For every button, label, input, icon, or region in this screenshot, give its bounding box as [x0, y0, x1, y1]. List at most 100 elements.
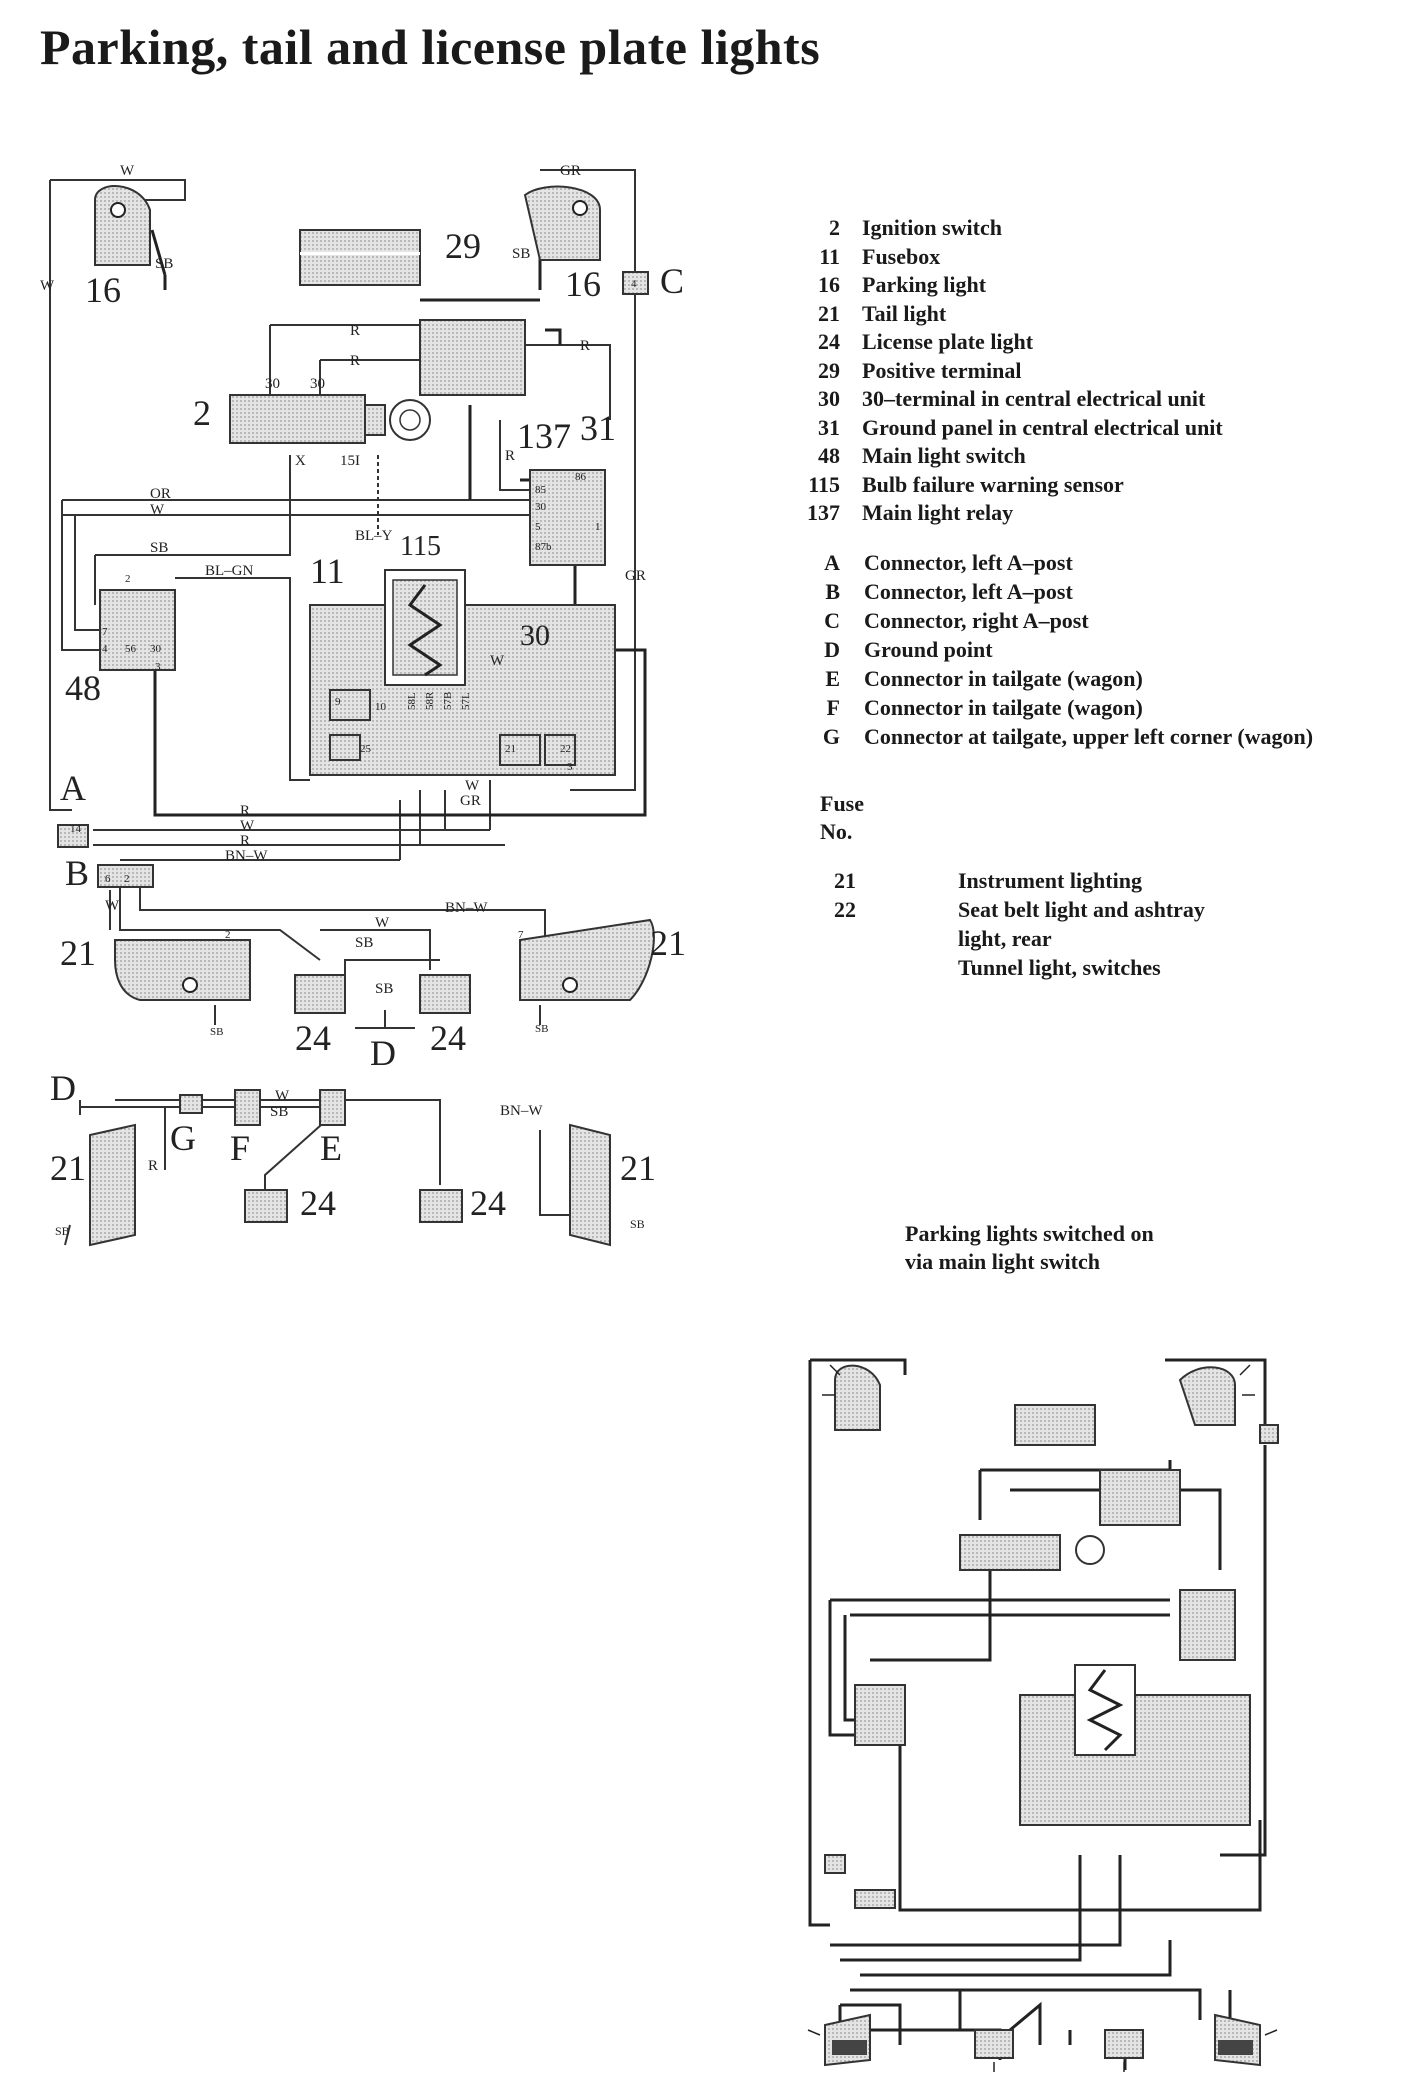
wire-r-a2: R	[240, 833, 250, 849]
legend-number: 21	[818, 300, 840, 326]
connector-text: Connector at tailgate, upper left corner…	[864, 724, 1314, 749]
relay-87b: 87b	[535, 541, 552, 553]
label-A: A	[60, 768, 86, 808]
legend-number: 24	[818, 329, 840, 354]
connector-letter: A	[824, 550, 840, 575]
wire-sb-d: SB	[375, 981, 393, 997]
wire-r-3: R	[580, 338, 590, 354]
connector-text: Connector in tailgate (wagon)	[864, 666, 1143, 691]
wire-sb-wr: SB	[630, 1217, 645, 1231]
wire-r-wagon: R	[148, 1158, 158, 1174]
code-57b: 57B	[442, 692, 454, 710]
legend-number: 30	[818, 386, 840, 411]
ignition-switch	[229, 394, 366, 444]
wire-bn-w-right: BN–W	[445, 900, 488, 916]
component-blocks	[57, 185, 655, 1247]
legend-number: 11	[819, 243, 840, 269]
ignition-lock-icon	[389, 399, 431, 441]
connector-letter: B	[825, 579, 840, 604]
wire-w-top: W	[120, 163, 135, 179]
wire-bl-gn: BL–GN	[205, 563, 254, 579]
wire-r-a1: R	[240, 803, 250, 819]
legend-number: 16	[818, 272, 840, 297]
mini-diagram-caption: Parking lights switched on via main ligh…	[905, 1220, 1154, 1276]
label-115: 115	[400, 531, 441, 562]
parking-light-left	[94, 185, 151, 266]
wire-w-fusebox: W	[490, 653, 505, 669]
wire-r-4: R	[505, 448, 515, 464]
connector-letter: F	[826, 695, 840, 720]
wire-sb-21l: SB	[210, 1026, 223, 1038]
fuse-description: Instrument lighting	[958, 868, 1142, 893]
label-30: 30	[520, 619, 550, 652]
relay-85: 85	[535, 484, 547, 496]
switch-4: 4	[102, 643, 108, 655]
fuse-heading-line1: Fuse	[820, 791, 864, 816]
page-title: Parking, tail and license plate lights	[40, 19, 821, 75]
term-30-a: 30	[265, 376, 280, 392]
code-58l: 58L	[406, 692, 418, 710]
label-24-wagon-left: 24	[300, 1183, 336, 1223]
label-2: 2	[193, 393, 211, 433]
connector-letter: G	[822, 724, 840, 749]
relay-86: 86	[575, 471, 587, 483]
positive-terminal	[299, 229, 421, 286]
wire-w-plates: W	[375, 915, 390, 931]
wire-sb-16l: SB	[155, 256, 173, 272]
tail-light-right	[519, 918, 655, 1001]
code-57l: 57L	[460, 692, 472, 710]
connector-text: Ground point	[864, 637, 993, 662]
legend-text: Positive terminal	[862, 357, 1022, 383]
wire-gr-22: GR	[460, 793, 481, 809]
code-58r: 58R	[424, 691, 436, 710]
wire-sb-wl: SB	[55, 1224, 70, 1238]
tail-light-left	[114, 939, 251, 1001]
connector-a	[57, 824, 89, 848]
wire-gr-right: GR	[625, 568, 646, 584]
label-11: 11	[310, 551, 345, 591]
wire-sb-21r: SB	[535, 1023, 548, 1035]
legend-text: Parking light	[862, 272, 987, 297]
label-21-right: 21	[650, 923, 686, 963]
label-29: 29	[445, 226, 481, 266]
relay-5: 5	[535, 521, 541, 533]
wire-sb-16r: SB	[512, 246, 530, 262]
wagon-plate-light-left	[244, 1189, 288, 1223]
label-E: E	[320, 1128, 342, 1168]
pin-6: 6	[105, 873, 111, 885]
wire-w-22: W	[465, 778, 480, 794]
label-21-wagon-left: 21	[50, 1148, 86, 1188]
fuse-number: 21	[834, 868, 856, 893]
main-light-relay	[529, 469, 606, 566]
wire-w-b: W	[105, 898, 120, 914]
fuse-22: 22	[560, 743, 571, 755]
label-G: G	[170, 1118, 196, 1158]
wire-bl-y: BL–Y	[355, 528, 393, 544]
connector-letter: D	[824, 637, 840, 662]
pin-14: 14	[70, 823, 82, 835]
main-light-switch	[99, 589, 176, 671]
legend-number: 31	[818, 414, 840, 440]
label-137: 137	[517, 416, 571, 456]
fuse-description: Seat belt light and ashtray	[958, 897, 1205, 922]
connector-text: Connector, left A–post	[864, 550, 1073, 575]
mini-diagram	[807, 1358, 1279, 2072]
wire-w-left: W	[40, 278, 55, 294]
legend-text: Ground panel in central electrical unit	[862, 414, 1223, 440]
connector-f	[234, 1089, 261, 1126]
pin-2-b: 2	[124, 873, 130, 885]
connector-b	[97, 864, 154, 888]
wire-r-2: R	[350, 353, 360, 369]
label-24-left: 24	[295, 1018, 331, 1058]
wire-bn-w-wagon: BN–W	[500, 1103, 543, 1119]
fuse-10: 10	[375, 701, 387, 713]
label-31: 31	[580, 408, 616, 448]
license-plate-light-left	[294, 974, 346, 1014]
wagon-tail-light-left	[89, 1123, 136, 1247]
connector-e	[319, 1089, 346, 1126]
wire-or: OR	[150, 486, 171, 502]
pin-3-fuse: 3	[567, 761, 573, 773]
label-D-wagon: D	[50, 1068, 76, 1108]
wire-sb-wagon: SB	[270, 1104, 288, 1120]
